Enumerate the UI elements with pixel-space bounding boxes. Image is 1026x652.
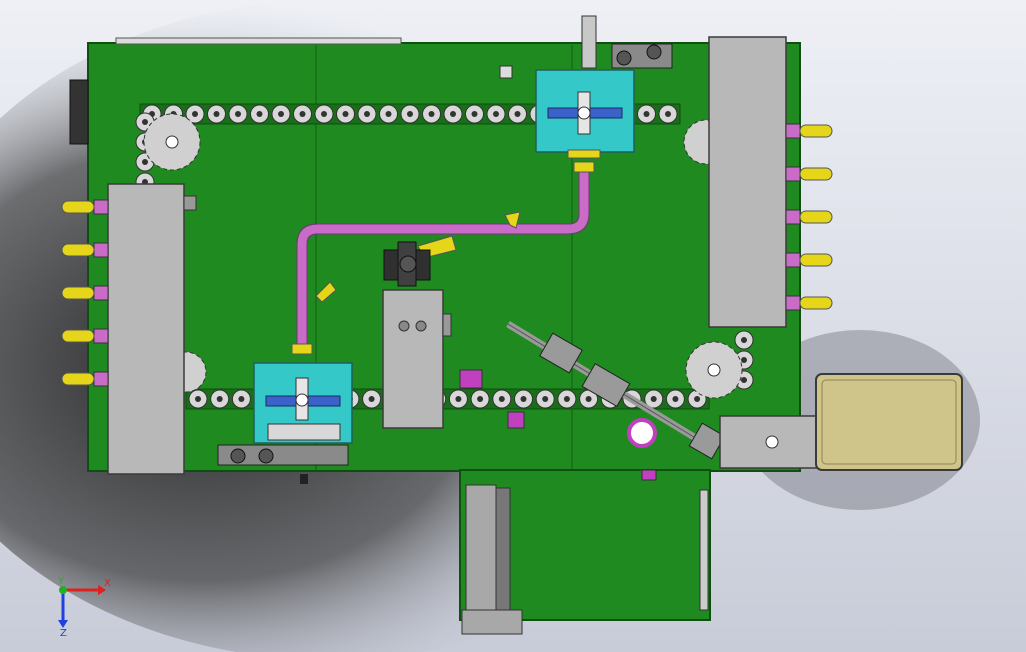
right-feeder[interactable]	[708, 36, 833, 328]
left-nozzle-coupling	[93, 371, 109, 387]
central-control-box[interactable]	[382, 289, 452, 429]
right-nozzle-tip	[799, 296, 833, 310]
left-nozzle-tip	[61, 286, 95, 300]
pipe-elbow-upper	[504, 211, 521, 229]
transfer-pipe	[297, 165, 589, 345]
ring-part	[627, 418, 657, 448]
axis-z-label: Z	[60, 628, 67, 639]
left-feeder[interactable]	[61, 183, 197, 475]
right-nozzle-group	[785, 123, 833, 311]
axis-y-label: Y	[57, 576, 65, 587]
right-nozzle-coupling	[785, 123, 801, 139]
robotic-arm[interactable]	[506, 321, 726, 460]
right-nozzle-coupling	[785, 166, 801, 182]
right-nozzle-tip	[799, 124, 833, 138]
axis-x-label: X	[104, 578, 111, 589]
pipe-nozzle-bottom	[291, 343, 313, 355]
right-nozzle-coupling	[785, 252, 801, 268]
magenta-bracket-b	[507, 411, 525, 429]
magenta-bracket-c	[641, 469, 657, 481]
left-nozzle-group	[61, 199, 109, 387]
sprocket-top-left	[143, 113, 201, 171]
left-nozzle-coupling	[93, 285, 109, 301]
left-nozzle-coupling	[93, 242, 109, 258]
top-station[interactable]	[499, 15, 673, 159]
left-nozzle-tip	[61, 243, 95, 257]
blower-motor[interactable]	[383, 241, 431, 287]
bottom-station[interactable]	[217, 362, 353, 484]
pipe-outline	[296, 165, 590, 345]
right-nozzle-tip	[799, 167, 833, 181]
right-nozzle-tip	[799, 210, 833, 224]
pipe-elbow-left	[315, 281, 337, 303]
sprocket-bottom-right	[685, 341, 743, 399]
left-nozzle-tip	[61, 372, 95, 386]
left-nozzle-tip	[61, 200, 95, 214]
right-nozzle-tip	[799, 253, 833, 267]
magenta-bracket-a	[459, 369, 483, 389]
collection-tray[interactable]	[815, 373, 963, 471]
right-nozzle-coupling	[785, 209, 801, 225]
left-nozzle-coupling	[93, 199, 109, 215]
axis-triad: X Y Z	[57, 576, 111, 639]
left-nozzle-tip	[61, 329, 95, 343]
pipe-nozzle-top	[573, 161, 595, 173]
left-nozzle-coupling	[93, 328, 109, 344]
right-nozzle-coupling	[785, 295, 801, 311]
lower-subboard[interactable]	[459, 469, 711, 635]
